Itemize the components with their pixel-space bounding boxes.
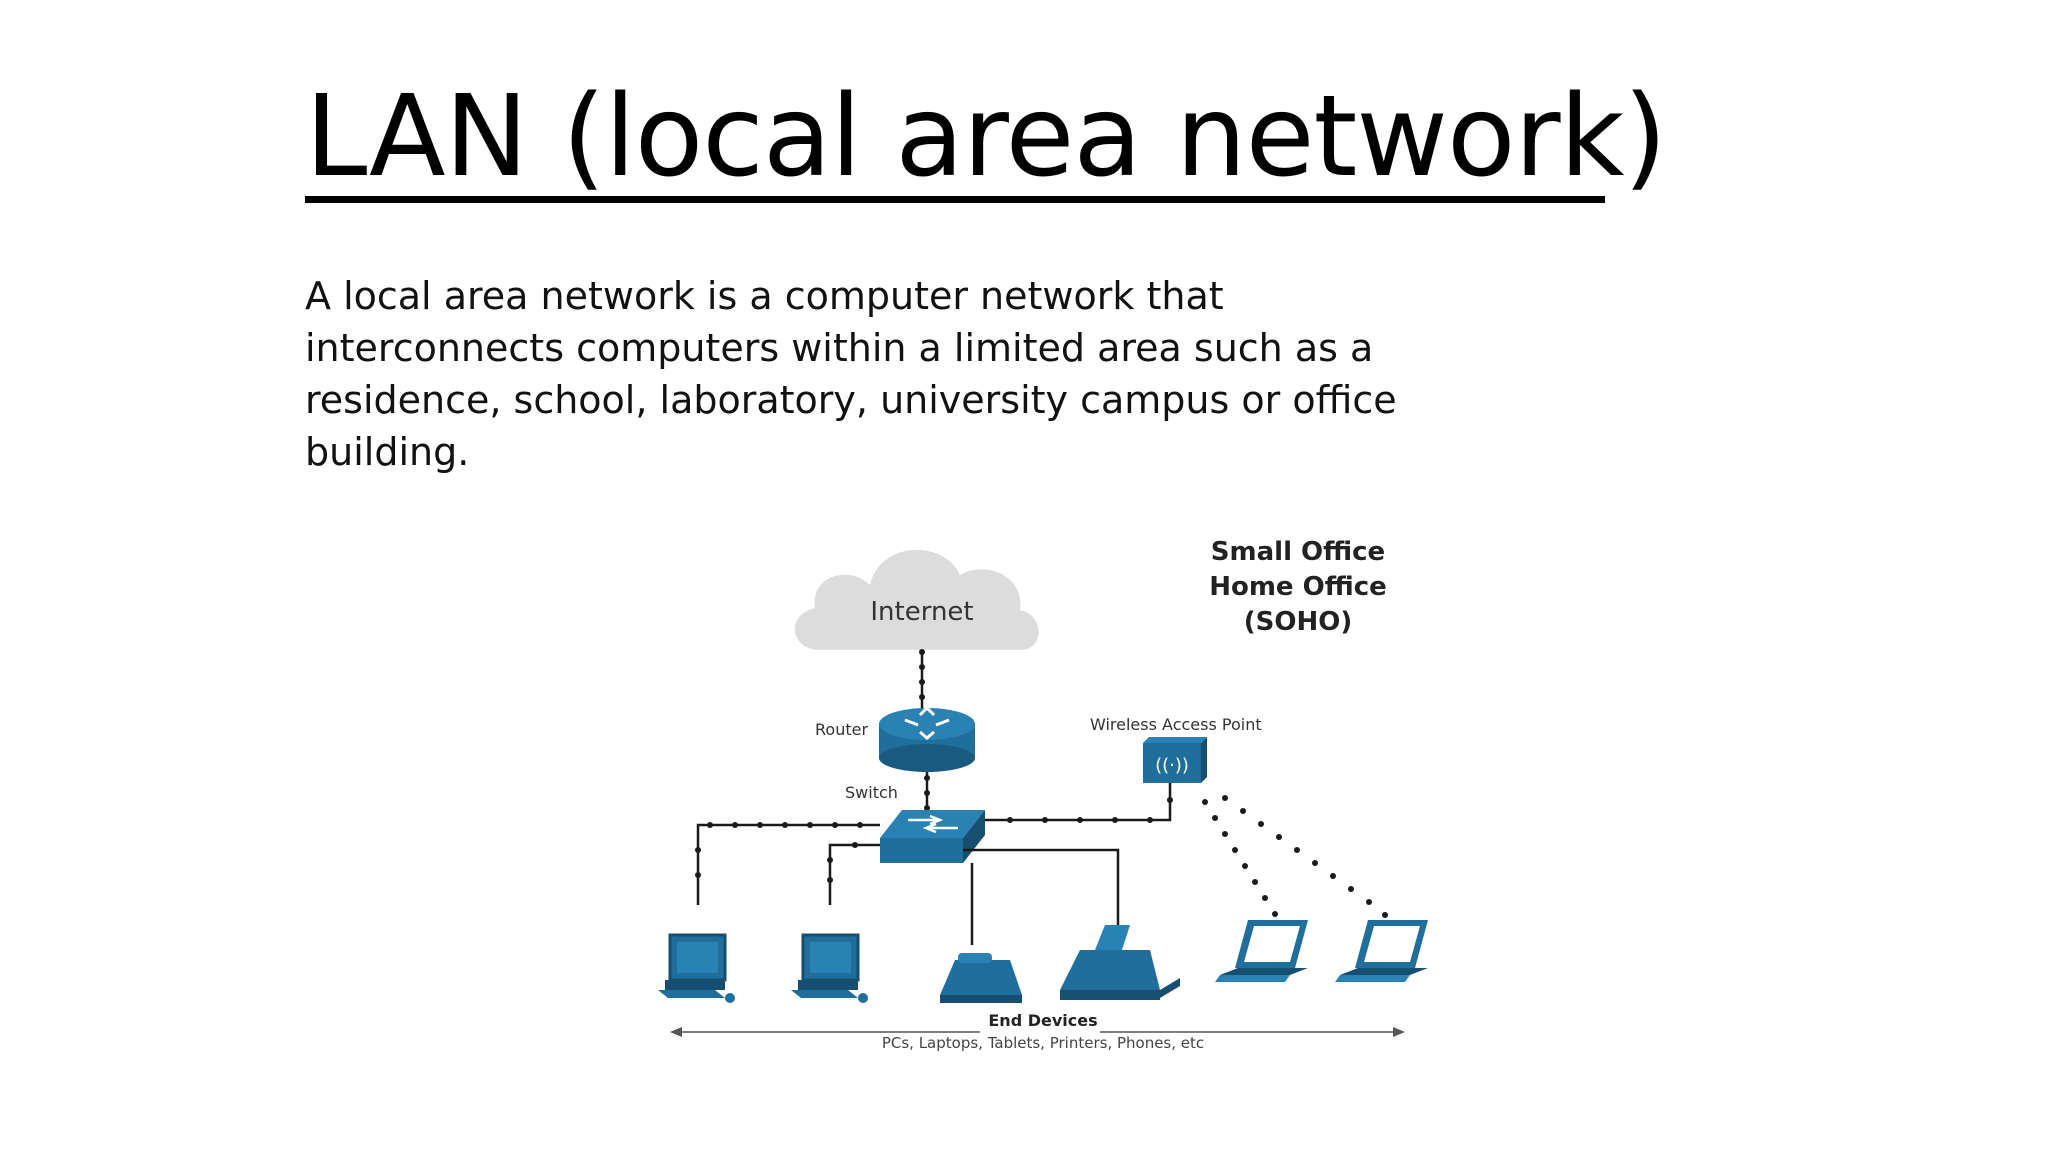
laptop-icon xyxy=(1335,920,1428,982)
switch-pc-links xyxy=(695,822,880,905)
soho-line-3: (SOHO) xyxy=(1244,607,1352,637)
router-label: Router xyxy=(815,720,868,739)
printer-icon xyxy=(1060,925,1180,1000)
lan-diagram-svg: Internet Router xyxy=(658,537,1428,1052)
end-devices-subtitle: PCs, Laptops, Tablets, Printers, Phones,… xyxy=(882,1034,1204,1052)
router-switch-link xyxy=(924,772,930,815)
router-icon xyxy=(879,705,975,772)
slide-body-text: A local area network is a computer netwo… xyxy=(305,274,1397,474)
svg-text:((·)): ((·)) xyxy=(1155,755,1189,776)
slide-title: LAN (local area network) xyxy=(305,72,1667,202)
wap-label: Wireless Access Point xyxy=(1090,715,1262,734)
laptop-icon xyxy=(1215,920,1308,982)
end-devices-title: End Devices xyxy=(988,1011,1097,1030)
soho-line-1: Small Office xyxy=(1211,537,1385,567)
wireless-links xyxy=(1202,795,1388,918)
soho-heading: Small Office Home Office (SOHO) xyxy=(1209,537,1387,637)
phone-icon xyxy=(940,953,1022,1003)
switch-icon xyxy=(880,810,985,863)
wireless-access-point-icon: ((·)) xyxy=(1143,737,1207,783)
switch-label: Switch xyxy=(845,783,898,802)
desktop-pc-icon xyxy=(791,933,868,1003)
end-devices-range-arrow xyxy=(670,1027,1405,1037)
soho-line-2: Home Office xyxy=(1209,572,1387,602)
title-underline xyxy=(305,196,1605,203)
switch-printer-links xyxy=(963,848,1120,945)
internet-label: Internet xyxy=(870,597,973,627)
internet-cloud: Internet xyxy=(794,549,1039,650)
lan-diagram: Internet Router xyxy=(640,520,1450,1060)
internet-router-link xyxy=(919,649,925,710)
desktop-pc-icon xyxy=(658,933,735,1003)
switch-wap-link xyxy=(985,782,1173,823)
